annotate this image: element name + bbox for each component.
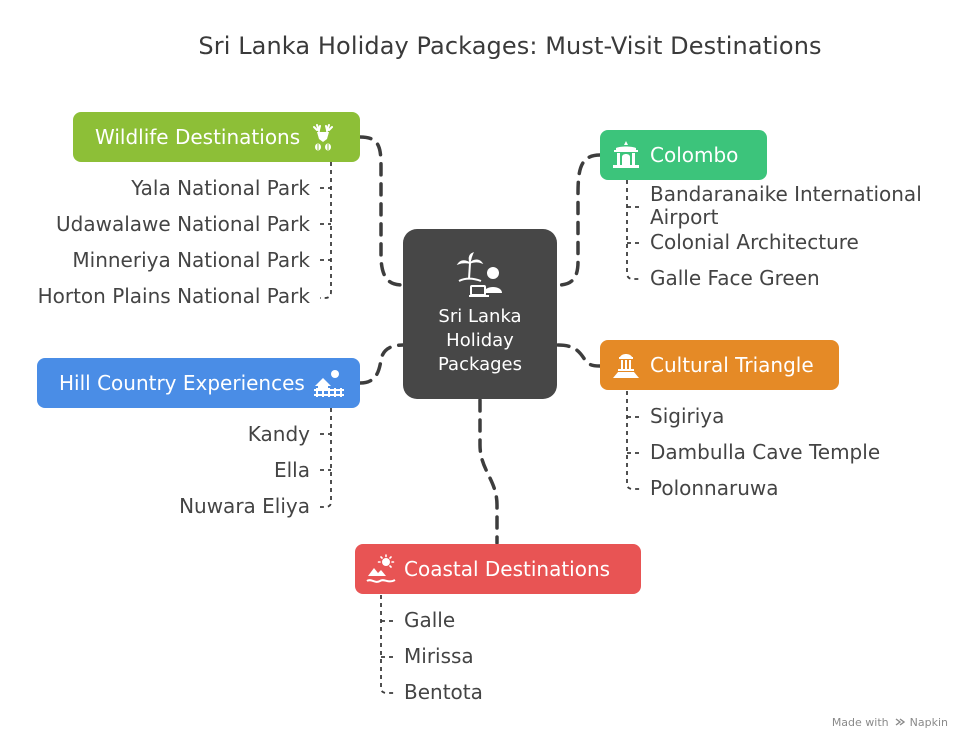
list-item: Minneriya National Park — [72, 248, 310, 272]
list-item: Ella — [273, 458, 310, 482]
bracket-cultural — [626, 391, 640, 490]
center-line-3: Packages — [438, 354, 522, 375]
bracket-wildlife — [320, 162, 332, 299]
list-item: Dambulla Cave Temple — [650, 440, 881, 464]
colombo-label: Colombo — [650, 143, 739, 167]
list-item: Galle Face Green — [650, 266, 820, 290]
list-item: Yala National Park — [131, 176, 310, 200]
connector-colombo — [556, 153, 602, 287]
bracket-hill — [320, 408, 332, 508]
napkin-brand-label: Napkin — [909, 716, 948, 729]
list-item: Horton Plains National Park — [37, 284, 310, 308]
list-item: Mirissa — [404, 644, 474, 668]
center-node: Sri Lanka Holiday Packages — [403, 229, 557, 399]
list-item: Kandy — [247, 422, 310, 446]
bracket-colombo — [626, 180, 640, 280]
list-item: Nuwara Eliya — [179, 494, 310, 518]
list-item: Colonial Architecture — [650, 230, 859, 254]
napkin-logo-icon — [895, 718, 906, 726]
colombo-node: Colombo — [600, 130, 767, 180]
connector-hill — [358, 343, 405, 385]
beach-traveler-icon — [456, 252, 502, 297]
list-item: Bentota — [404, 680, 483, 704]
list-item: Polonnaruwa — [650, 476, 779, 500]
hill-country-experiences-label: Hill Country Experiences — [59, 371, 305, 395]
made-with-label: Made with — [831, 716, 889, 729]
list-item: Udawalawe National Park — [56, 212, 310, 236]
center-line-1: Sri Lanka — [438, 306, 522, 327]
center-line-2: Holiday — [446, 330, 514, 351]
list-item-line: Airport — [650, 205, 719, 229]
temple-icon — [613, 141, 639, 168]
wildlife-destinations-label: Wildlife Destinations — [95, 125, 301, 149]
wildlife-destinations-node: Wildlife Destinations — [73, 112, 360, 162]
monument-icon — [613, 354, 639, 378]
cultural-triangle-label: Cultural Triangle — [650, 353, 814, 377]
list-item: Sigiriya — [650, 404, 725, 428]
connector-cultural — [556, 343, 602, 368]
coastal-destinations-node: Coastal Destinations — [355, 544, 641, 594]
page-title: Sri Lanka Holiday Packages: Must-Visit D… — [198, 32, 822, 60]
list-item: Bandaranaike International Airport — [650, 183, 922, 229]
center-label: Sri Lanka Holiday Packages — [403, 305, 557, 377]
list-item-line: Bandaranaike International — [650, 182, 922, 206]
deer-icon — [313, 124, 334, 151]
made-with-napkin: Made with Napkin — [832, 716, 948, 729]
hill-house-icon — [313, 370, 344, 397]
beach-sun-icon — [366, 554, 396, 583]
coastal-destinations-label: Coastal Destinations — [404, 557, 611, 581]
connector-coastal — [478, 398, 499, 545]
list-item: Galle — [404, 608, 456, 632]
cultural-triangle-node: Cultural Triangle — [600, 340, 839, 390]
bracket-coastal — [380, 595, 394, 694]
hill-country-experiences-node: Hill Country Experiences — [37, 358, 360, 408]
connector-wildlife — [358, 135, 405, 287]
